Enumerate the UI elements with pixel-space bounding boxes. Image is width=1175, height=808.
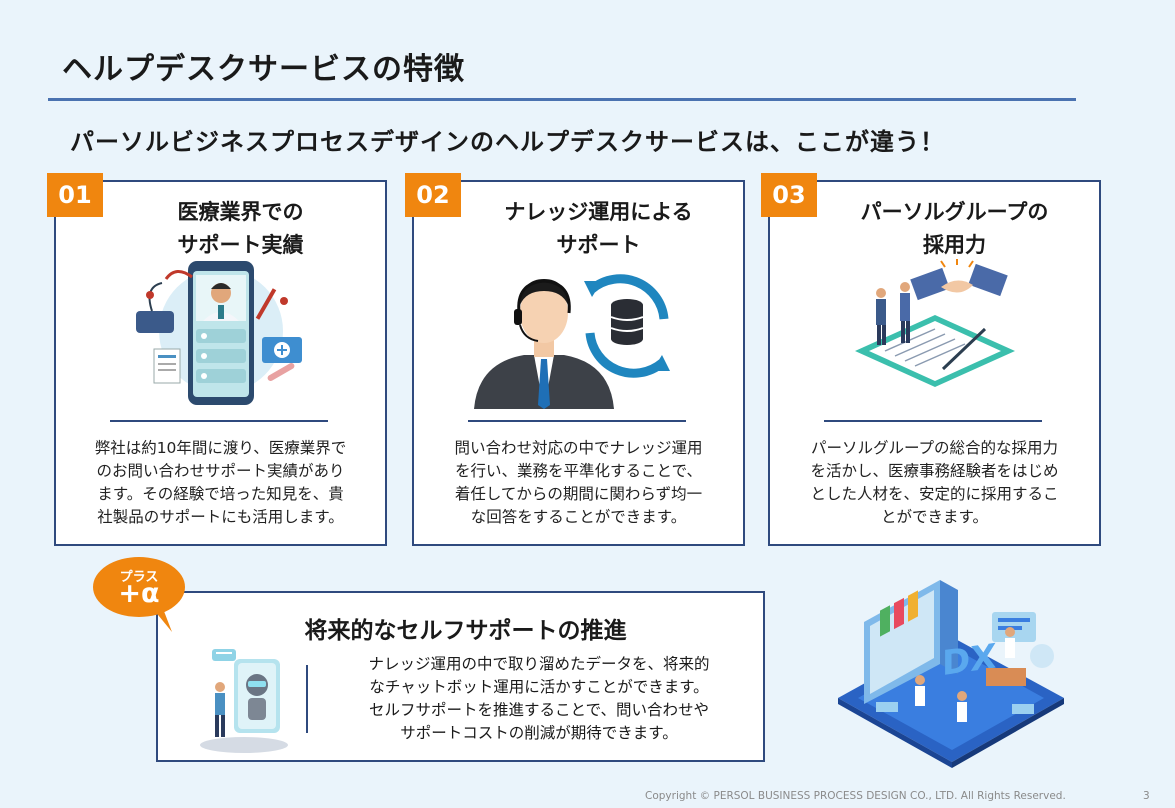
card-description: 弊社は約10年間に渡り、医療業界で のお問い合わせサポート実績があり ます。その… [94, 439, 347, 526]
badge-label: プラス [119, 570, 159, 585]
card-number: 02 [405, 173, 461, 217]
card-title: 医療業界での サポート実績 [177, 200, 304, 257]
card-description: パーソルグループの総合的な採用力 を活かし、医療事務経験者をはじめ とした人材を… [810, 439, 1059, 526]
page-title: ヘルプデスクサービスの特徴 [62, 52, 465, 87]
medical-phone-icon [56, 254, 385, 414]
self-support-divider [306, 665, 308, 733]
card-title: パーソルグループの 採用力 [860, 200, 1049, 257]
dx-isometric-illustration: DX [836, 572, 1068, 772]
page-number: 3 [1143, 790, 1150, 802]
self-support-description: ナレッジ運用の中で取り溜めたデータを、将来的 なチャットボット運用に活かすことが… [368, 655, 710, 742]
speech-bubble-icon [93, 557, 185, 632]
badge-value: +α [118, 578, 160, 609]
card-divider [110, 420, 328, 422]
copyright-notice: Copyright © PERSOL BUSINESS PROCESS DESI… [645, 790, 1066, 802]
title-divider [48, 98, 1076, 101]
handshake-contract-icon [770, 254, 1099, 414]
card-number: 01 [47, 173, 103, 217]
feature-card-1: 01 医療業界での サポート実績 [47, 173, 387, 546]
card-divider [468, 420, 686, 422]
card-description: 問い合わせ対応の中でナレッジ運用 を行い、業務を平準化することで、 着任してから… [454, 439, 703, 526]
plus-alpha-badge: プラス +α [92, 556, 186, 632]
page-subtitle: パーソルビジネスプロセスデザインのヘルプデスクサービスは、ここが違う！ [70, 128, 945, 156]
card-number: 03 [761, 173, 817, 217]
card-divider [824, 420, 1042, 422]
feature-card-2: 02 ナレッジ運用による サポート 問い合わせ対応の中でナレッジ運用 を行 [405, 173, 745, 546]
self-support-title: 将来的なセルフサポートの推進 [304, 618, 627, 644]
card-title: ナレッジ運用による サポート [504, 200, 693, 257]
self-support-box: 将来的なセルフサポートの推進 ナレッジ運用の中で取り溜めたデータを、将来的 なチ… [156, 591, 765, 762]
operator-database-icon [414, 254, 743, 414]
chatbot-icon [194, 645, 294, 759]
feature-card-3: 03 パーソルグループの 採用力 パーソルグループの総合的な採用力 を活かし、医… [761, 173, 1101, 546]
